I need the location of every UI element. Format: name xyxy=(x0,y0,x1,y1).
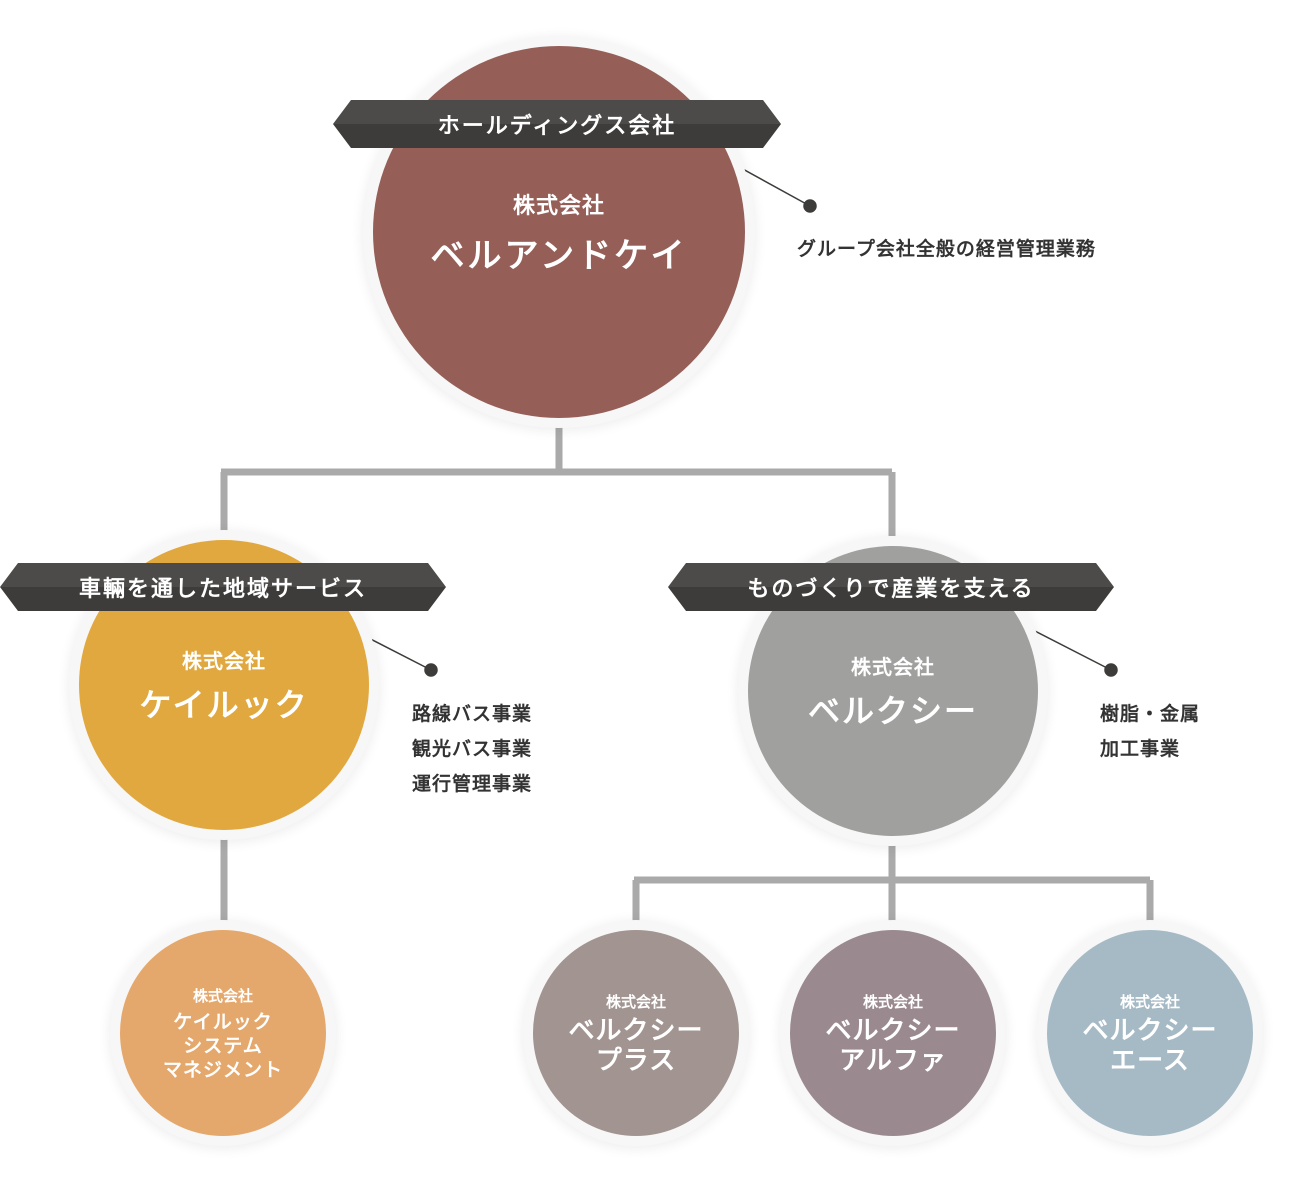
keiluck-business-item: 観光バス事業 xyxy=(412,738,533,760)
bellxy-banner-text: ものづくりで産業を支える xyxy=(747,577,1035,602)
keiluck-banner-text: 車輛を通した地域サービス xyxy=(78,577,367,602)
bellxy-business-item: 加工事業 xyxy=(1100,738,1181,760)
subsidiary-name-line: プラス xyxy=(595,1045,677,1076)
bellxy-company-name: ベルクシー xyxy=(807,691,978,730)
keiluck-banner: 車輛を通した地域サービス xyxy=(0,563,446,611)
connector-bellxy-to-subs xyxy=(632,836,1154,930)
pointer-dot-bellxy xyxy=(1104,663,1118,677)
holding-banner: ホールディングス会社 xyxy=(333,100,781,148)
keiluck-business-item: 運行管理事業 xyxy=(412,773,533,795)
connector-holding-to-children xyxy=(220,418,896,546)
bellxy-kabushiki-label: 株式会社 xyxy=(851,654,935,679)
holding-kabushiki-label: 株式会社 xyxy=(512,193,605,219)
bellxy-banner: ものづくりで産業を支える xyxy=(668,563,1114,611)
holding-description-text: グループ会社全般の経営管理業務 xyxy=(797,238,1096,260)
subsidiary-name-line: ベルクシー xyxy=(825,1015,961,1046)
bellxy-business-list: 樹脂・金属 加工事業 xyxy=(1100,697,1200,767)
holding-banner-text: ホールディングス会社 xyxy=(437,114,677,139)
subsidiary-name-line: ケイルック xyxy=(173,1010,273,1033)
subsidiary-name-line: マネジメント xyxy=(162,1058,283,1081)
subsidiary-kabushiki-label: 株式会社 xyxy=(862,992,923,1011)
keiluck-business-item: 路線バス事業 xyxy=(412,703,533,725)
bellxy-ace-circle: 株式会社 ベルクシー エース xyxy=(1047,930,1253,1136)
keiluck-company-name: ケイルック xyxy=(139,685,309,724)
subsidiary-kabushiki-label: 株式会社 xyxy=(605,992,666,1011)
subsidiary-kabushiki-label: 株式会社 xyxy=(1119,992,1180,1011)
subsidiary-name-line: エース xyxy=(1110,1045,1190,1076)
pointer-dot-keiluck xyxy=(424,663,438,677)
subsidiary-name-line: ベルクシー xyxy=(1082,1015,1218,1046)
keiluck-system-management-circle: 株式会社 ケイルック システム マネジメント xyxy=(120,930,326,1136)
bellxy-alpha-circle: 株式会社 ベルクシー アルファ xyxy=(790,930,996,1136)
holding-description: グループ会社全般の経営管理業務 xyxy=(797,232,1096,267)
pointer-dot-holding xyxy=(803,199,817,213)
subsidiary-name-line: ベルクシー xyxy=(568,1015,704,1046)
bellxy-plus-circle: 株式会社 ベルクシー プラス xyxy=(533,930,739,1136)
keiluck-business-list: 路線バス事業 観光バス事業 運行管理事業 xyxy=(412,697,532,802)
subsidiary-name-line: アルファ xyxy=(839,1045,947,1076)
subsidiary-name-line: システム xyxy=(183,1034,263,1057)
bellxy-business-item: 樹脂・金属 xyxy=(1100,703,1201,725)
holding-company-name: ベルアンドケイ xyxy=(430,235,688,276)
keiluck-kabushiki-label: 株式会社 xyxy=(182,648,266,673)
subsidiary-kabushiki-label: 株式会社 xyxy=(192,986,253,1005)
